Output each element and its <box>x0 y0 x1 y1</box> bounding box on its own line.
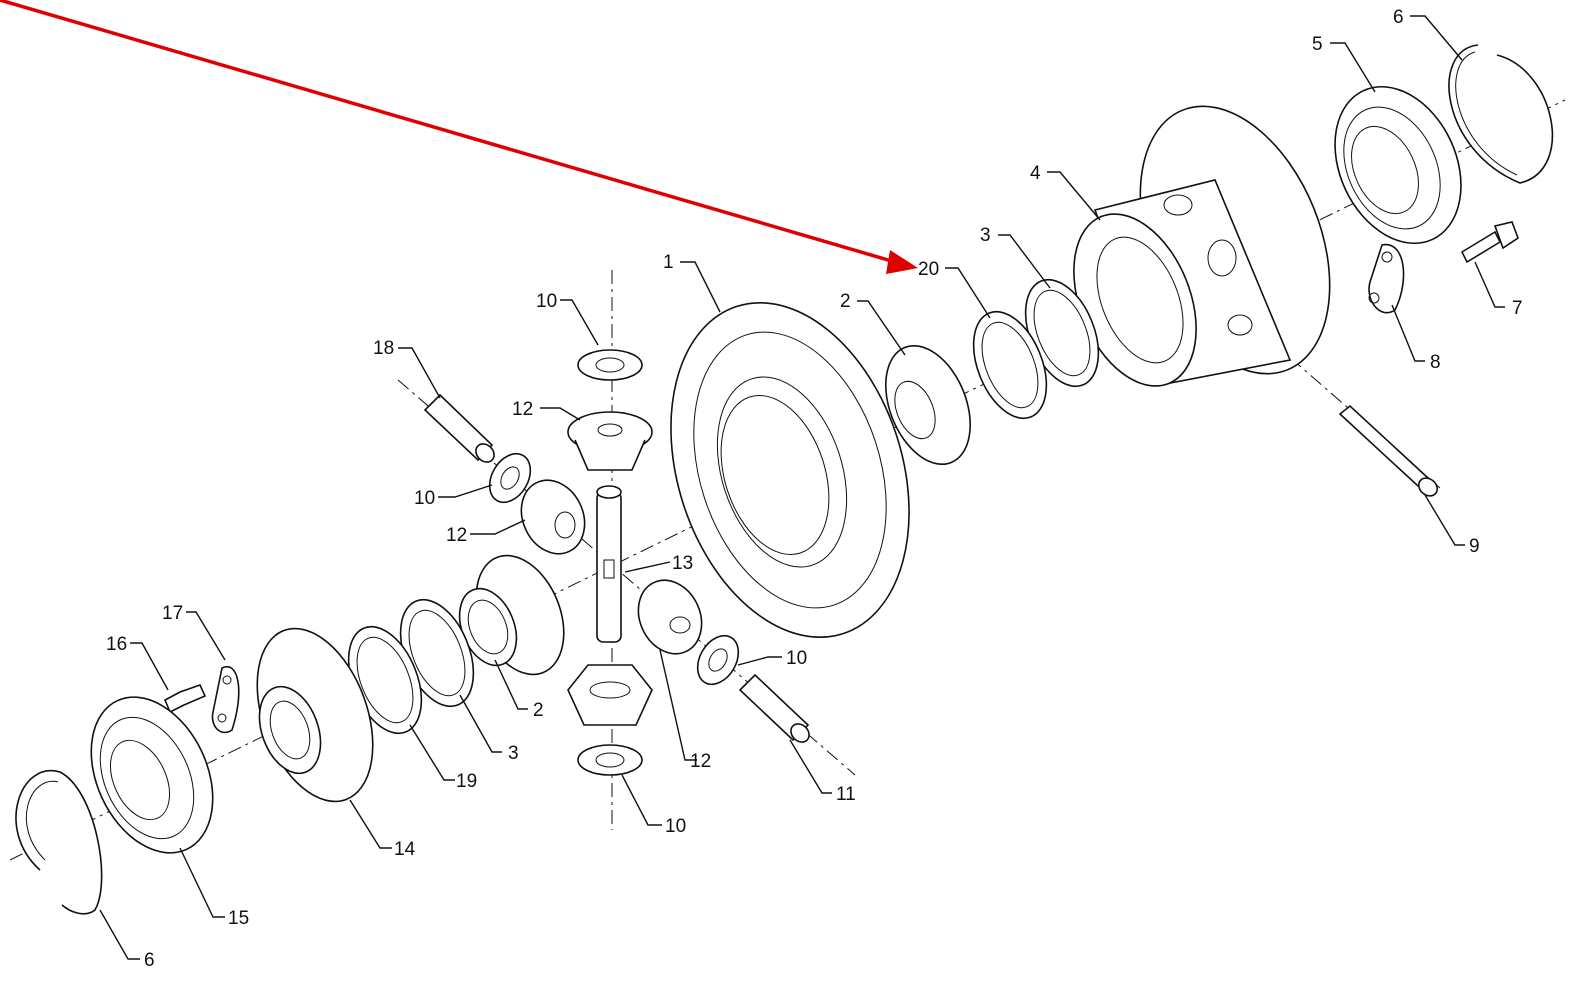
differential-housing <box>1073 105 1331 387</box>
callout-11: 11 <box>836 784 856 805</box>
callout-9: 9 <box>1469 536 1480 557</box>
callout-17: 17 <box>162 603 183 624</box>
callout-20: 20 <box>918 259 939 280</box>
callout-6-bottom: 6 <box>144 950 155 971</box>
ring-gear-1 <box>670 301 910 639</box>
callout-15: 15 <box>228 908 249 929</box>
callout-6-top: 6 <box>1393 7 1404 28</box>
callout-2-left: 2 <box>533 700 544 721</box>
callout-19: 19 <box>456 771 477 792</box>
flange-14 <box>256 627 374 803</box>
bearing-top <box>1334 85 1462 245</box>
lock-plate-8 <box>1368 243 1405 314</box>
callout-14: 14 <box>394 839 416 860</box>
pin-18 <box>423 393 495 463</box>
callout-1: 1 <box>663 252 674 273</box>
pin-11 <box>738 673 810 743</box>
pinion-12-left <box>520 479 586 555</box>
highlight-arrow <box>0 0 918 274</box>
bolt-7 <box>1460 221 1519 264</box>
callout-10-top: 10 <box>536 291 557 312</box>
callout-12-left: 12 <box>446 525 467 546</box>
washer-10-top <box>577 349 643 381</box>
callout-18: 18 <box>373 338 394 359</box>
callout-16: 16 <box>106 634 127 655</box>
long-bolt-9 <box>1338 404 1439 497</box>
washer-10-right <box>696 634 740 686</box>
leader-lines <box>99 15 1505 960</box>
callout-5: 5 <box>1312 34 1323 55</box>
washer-10-bottom <box>577 744 643 776</box>
pinion-12-right <box>637 579 703 655</box>
callout-10-right: 10 <box>786 648 807 669</box>
shim-20 <box>972 310 1048 420</box>
cross-shaft-13 <box>596 485 622 643</box>
bearing-15 <box>90 696 214 854</box>
callout-3-right: 3 <box>980 225 991 246</box>
side-gear-2-right <box>885 344 971 466</box>
callout-8: 8 <box>1430 352 1441 373</box>
callout-10-left: 10 <box>414 488 435 509</box>
pinion-12-bottom <box>567 664 653 726</box>
side-gear-2-left <box>458 554 565 676</box>
callout-7: 7 <box>1512 298 1523 319</box>
lock-plate-17 <box>211 665 240 734</box>
callout-4: 4 <box>1030 163 1041 184</box>
callout-10-bottom: 10 <box>665 816 686 837</box>
callout-12-top: 12 <box>512 399 533 420</box>
snap-ring-top <box>1448 44 1554 184</box>
bolt-16 <box>163 684 207 714</box>
callout-3-left: 3 <box>508 743 519 764</box>
thrust-washer-3-right <box>1024 278 1100 388</box>
callout-2-right: 2 <box>840 291 851 312</box>
callout-labels: 1 2 2 3 3 4 5 6 6 7 8 9 10 10 10 10 11 1… <box>106 7 1523 971</box>
washer-10-left <box>488 452 532 504</box>
pinion-12-top <box>567 411 653 471</box>
callout-13: 13 <box>672 553 693 574</box>
snap-ring-bottom <box>15 769 103 915</box>
callout-12-bottom: 12 <box>690 751 711 772</box>
